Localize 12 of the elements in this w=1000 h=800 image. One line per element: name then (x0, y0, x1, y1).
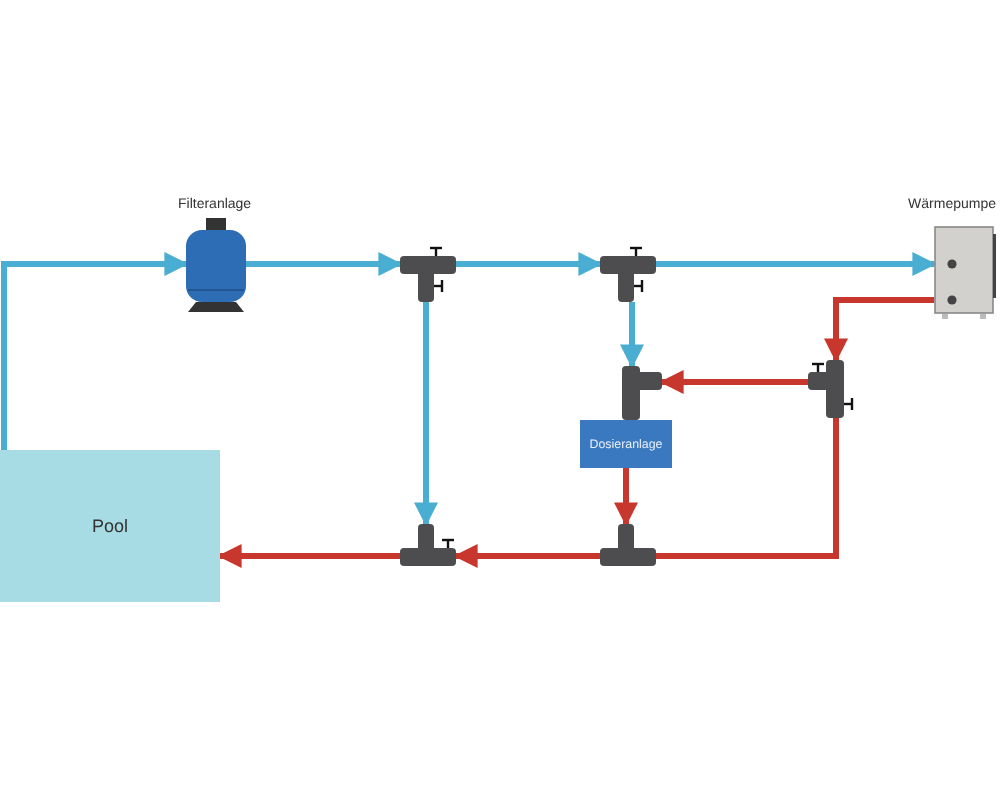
pipe-arrow (453, 544, 600, 568)
pipe-arrow (659, 370, 808, 394)
pipe-arrow (824, 297, 934, 363)
pipe-arrow (456, 252, 603, 276)
pipe-arrow (1, 252, 189, 450)
pipe-arrow (656, 252, 937, 276)
pipe-arrow (217, 544, 400, 568)
pipe-arrow (614, 468, 638, 527)
pipe-arrow (414, 302, 438, 527)
pool-basin: Pool (0, 450, 220, 602)
pipe-arrow (620, 302, 644, 369)
pipe-arrow (246, 252, 403, 276)
